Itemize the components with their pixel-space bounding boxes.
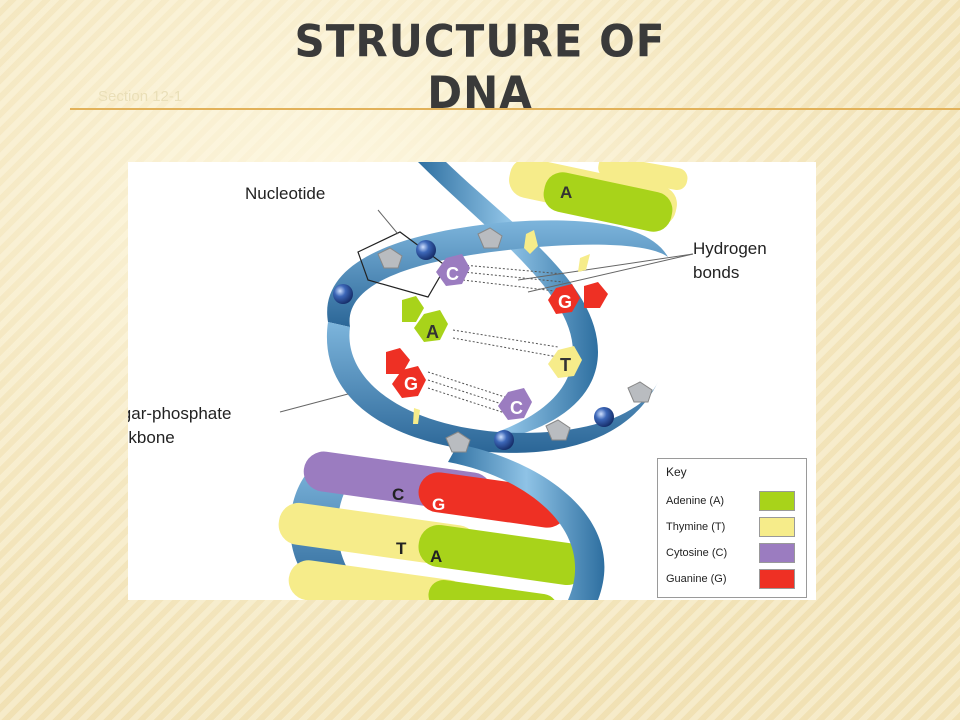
svg-text:G: G	[404, 374, 418, 394]
hydrogen-bonds-label-line2: bonds	[693, 263, 740, 282]
sugar-phosphate-label-line1: Sugar-phosphate	[128, 404, 232, 423]
base-adenine-middle: A	[402, 296, 448, 342]
nucleotide-label: Nucleotide	[245, 184, 326, 203]
bottom-thymine-letter: T	[396, 539, 407, 558]
backbone-ribbon-front	[448, 444, 605, 600]
base-cytosine-middle: C	[498, 388, 532, 420]
key-label-adenine: Adenine (A)	[666, 495, 725, 507]
base-cytosine-upper: C	[436, 254, 470, 286]
key-swatch-adenine	[759, 491, 795, 511]
base-thymine-middle: T	[548, 346, 582, 378]
sugar-phosphate-label-line2: backbone	[128, 428, 175, 447]
key-swatch-thymine	[759, 517, 795, 537]
svg-text:C: C	[510, 398, 523, 418]
dna-helix-illustration: C G A T G C A	[278, 162, 694, 600]
bottom-adenine-letter: A	[430, 547, 442, 566]
thymine-fragments	[413, 230, 590, 424]
backbone-ribbon-middle	[326, 322, 658, 453]
base-guanine-upper: G	[548, 282, 608, 314]
svg-text:C: C	[446, 264, 459, 284]
top-adenine-letter: A	[560, 183, 572, 202]
base-guanine-middle: G	[386, 348, 426, 398]
backbone-ribbon-top	[327, 220, 668, 327]
bottom-guanine-letter: G	[432, 495, 445, 514]
svg-text:T: T	[560, 355, 571, 375]
key-swatch-guanine	[759, 569, 795, 589]
bottom-cytosine-letter: C	[392, 485, 404, 504]
dna-diagram-panel: C G A T G C A	[128, 162, 816, 600]
title-divider	[70, 108, 960, 110]
base-color-key: Key Adenine (A) Thymine (T) Cytosine (C)…	[657, 458, 807, 598]
sugar-phosphate-backbone-label: Sugar-phosphate backbone	[128, 402, 231, 450]
phosphate-groups	[333, 240, 614, 450]
key-title: Key	[666, 465, 687, 479]
sugar-groups	[377, 227, 653, 453]
svg-text:A: A	[560, 183, 572, 202]
key-label-cytosine: Cytosine (C)	[666, 547, 728, 559]
key-label-thymine: Thymine (T)	[666, 521, 726, 533]
hydrogen-bonds-label-line1: Hydrogen	[693, 239, 767, 258]
top-base-pair	[509, 162, 688, 232]
slide-title: Structure of DNA	[280, 16, 680, 119]
hydrogen-bond-lines	[427, 264, 564, 415]
bottom-base-pairs	[278, 451, 588, 600]
key-swatch-cytosine	[759, 543, 795, 563]
hydrogen-bonds-label: Hydrogen bonds	[693, 237, 767, 285]
key-label-guanine: Guanine (G)	[666, 573, 727, 585]
label-pointer-lines	[279, 209, 694, 413]
nucleotide-outline	[357, 231, 447, 298]
svg-text:A: A	[426, 322, 439, 342]
slide-subtitle: Section 12-1	[98, 88, 183, 105]
slide-title-text: Structure of DNA	[294, 15, 666, 119]
svg-text:G: G	[558, 292, 572, 312]
